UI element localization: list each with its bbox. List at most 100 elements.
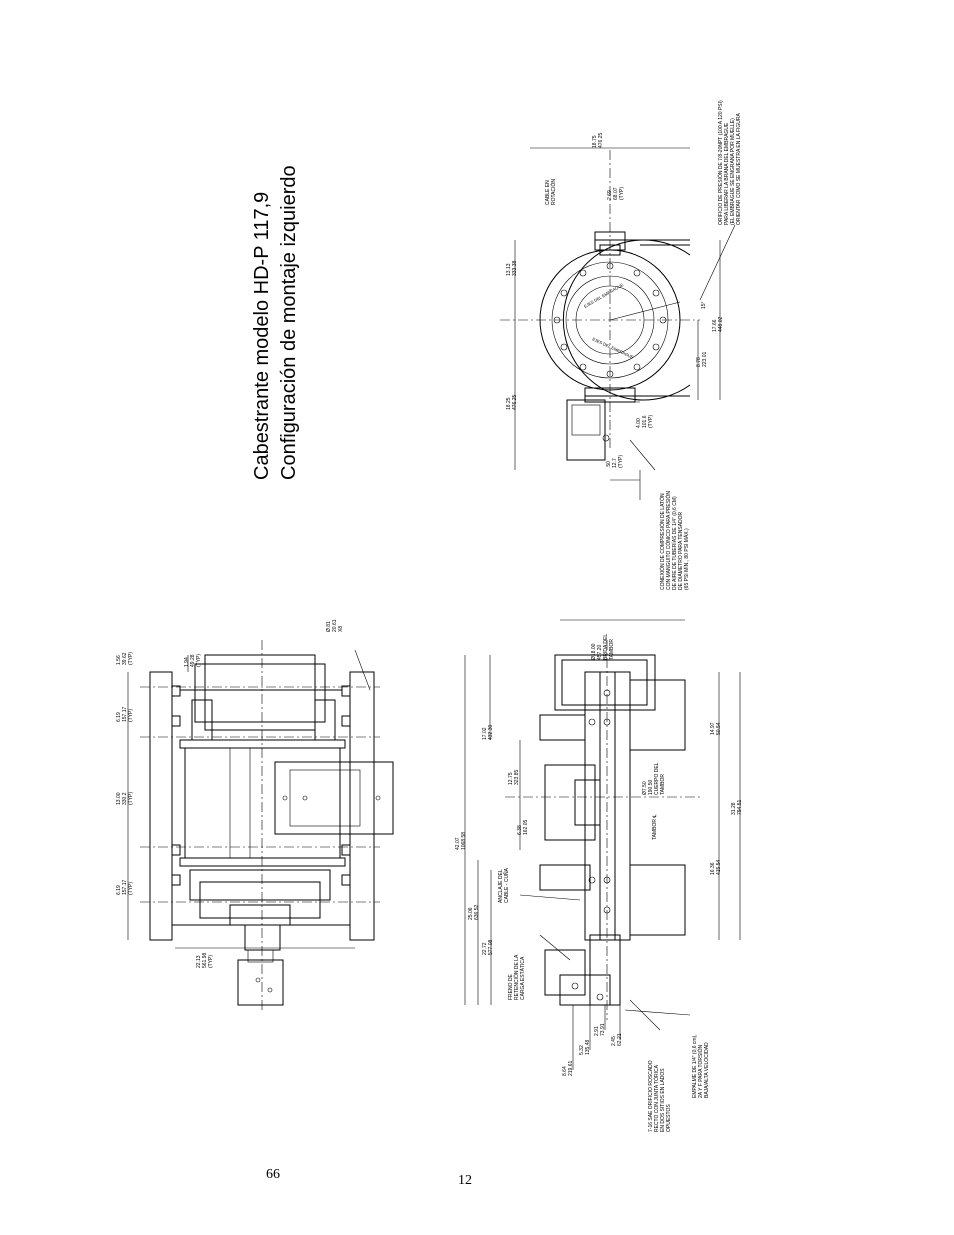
gear-housing-side bbox=[544, 764, 596, 841]
drum-body-dim: Ø7.50 bbox=[642, 781, 648, 795]
leader-line bbox=[629, 999, 661, 1031]
dim-label: (TYP) bbox=[208, 955, 214, 968]
dim-label: 62.21 bbox=[617, 1033, 623, 1046]
drum-body bbox=[184, 747, 341, 859]
flange-plate bbox=[629, 864, 686, 936]
motor-flange bbox=[247, 949, 274, 963]
fitting-note: CON MANGUITO CÓNICO PARA PRESIÓN bbox=[665, 491, 672, 590]
side-view: Ø18.00 457.20 BRIDA DEL TAMBOR Ø7.50 190… bbox=[455, 619, 743, 1132]
motor-top-housing bbox=[554, 654, 656, 711]
hole-note: 20.61 bbox=[332, 619, 338, 632]
leader-line bbox=[539, 934, 571, 961]
clutch-port-note: ORIENTAR COMO SE MUESTRA EN LA FIGURA bbox=[736, 112, 742, 225]
dim-label: 18.75 bbox=[592, 135, 598, 148]
brake-label: RETENCIÓN DE LA bbox=[513, 954, 520, 1000]
bracket bbox=[191, 699, 213, 741]
dim-label: 476.25 bbox=[598, 132, 604, 148]
motor-housing-rim bbox=[194, 663, 326, 723]
dim-label: 636.52 bbox=[474, 904, 480, 920]
dim-label: 135.48 bbox=[585, 1039, 591, 1055]
motor-side bbox=[559, 974, 611, 1006]
drum-body-dim: TAMBOR bbox=[660, 774, 666, 795]
brake-label: FRENO DE bbox=[508, 974, 514, 1001]
dim-label: 323.85 bbox=[514, 769, 520, 785]
drum-side bbox=[584, 671, 631, 941]
dim-label: 330.2 bbox=[122, 792, 128, 805]
leader-line bbox=[699, 224, 736, 301]
dim-label: 73.91 bbox=[600, 1023, 606, 1036]
dim-label: 448.02 bbox=[718, 316, 724, 332]
dim-label: 22.13 bbox=[196, 955, 202, 968]
dim-label: 31.28 bbox=[731, 802, 737, 815]
dim-label: 17.02 bbox=[482, 727, 488, 740]
fitting-note: (65 PSI MÍN., 80 PSI MÁX.) bbox=[683, 528, 690, 590]
drum-flange-dim: BRIDA DEL bbox=[603, 634, 609, 660]
dim-label: 49.28 bbox=[190, 654, 196, 667]
drum-body-dim: 190.50 bbox=[648, 779, 654, 795]
clutch-port-note: (EL EMBRAGUE SE ENGRANA POR MUELLE) bbox=[730, 118, 736, 225]
motor-top-inner bbox=[561, 659, 648, 706]
title-block: Cabestrante modelo HD-P 117,9 Configurac… bbox=[251, 165, 300, 480]
anchor-label: CABLE - CUÑA bbox=[503, 867, 510, 903]
gear-housing-inner bbox=[289, 769, 361, 827]
dim-label: 162.05 bbox=[523, 819, 529, 835]
dim-label: 5.32 bbox=[579, 1045, 585, 1055]
dim-label: 1.56 bbox=[116, 655, 122, 665]
brake-housing bbox=[229, 904, 291, 926]
brake-assembly bbox=[544, 949, 586, 996]
fitting-label: EMPALME DE 1/4" (0,6 cm), bbox=[692, 1034, 698, 1098]
dim-label: (TYP) bbox=[128, 709, 134, 722]
dim-label: 219.61 bbox=[568, 1060, 574, 1076]
angle-label: 15° bbox=[701, 301, 707, 309]
dim-label: 14.97 bbox=[710, 722, 716, 735]
dim-label: 12.75 bbox=[508, 772, 514, 785]
port bbox=[255, 977, 261, 983]
fitting-label: BAJA/ALTA VELOCIDAD bbox=[704, 1042, 710, 1098]
dim-label: 333.38 bbox=[512, 260, 518, 276]
ring-text: EJES DEL EMBRAGUE bbox=[592, 336, 635, 360]
dim-label: 157.17 bbox=[122, 706, 128, 722]
top-view: 1.56 39.62 (TYP) 1.94 49.28 (TYP) 6.19 1… bbox=[116, 619, 394, 1010]
hole-note: X8 bbox=[338, 626, 344, 632]
dim-label: 16.36 bbox=[710, 862, 716, 875]
cable-rotation-label: ROTACIÓN bbox=[550, 179, 557, 205]
leader-line bbox=[354, 649, 371, 691]
dim-label: (TYP) bbox=[619, 187, 625, 200]
fitting-note: DE DIÁMETRO PARA TENSADOR bbox=[677, 511, 684, 590]
dim-label: 794.51 bbox=[737, 799, 743, 815]
dim-label: 157.17 bbox=[122, 879, 128, 895]
dim-label: 1068.58 bbox=[461, 832, 467, 850]
mount-bolts bbox=[171, 685, 351, 886]
drum-shaft bbox=[599, 671, 616, 941]
hole-note: Ø.81 bbox=[326, 621, 332, 632]
dim-label: 415.54 bbox=[716, 859, 722, 875]
dim-label: 50.54 bbox=[716, 722, 722, 735]
title-line-2: Configuración de montaje izquierdo bbox=[278, 165, 300, 480]
leader-line bbox=[629, 439, 656, 471]
fitting-note: CONEXIÓN DE COMPRESIÓN DE LATÓN bbox=[659, 493, 666, 590]
page-number-inner: 66 bbox=[266, 1167, 280, 1182]
lower-housing bbox=[189, 869, 331, 901]
dim-label: .50 bbox=[606, 461, 612, 468]
dim-label: 577.08 bbox=[488, 939, 494, 955]
fitting-note: DE AIRE DE TUBERÍAS DE 1/4" (0,6 CM) bbox=[671, 496, 678, 590]
motor-body bbox=[589, 934, 621, 1006]
dim-label: (TYP) bbox=[648, 415, 654, 428]
port bbox=[267, 987, 273, 993]
dim-label: 68.07 bbox=[613, 187, 619, 200]
bolt bbox=[282, 795, 288, 801]
drum-flange-dim: TAMBOR bbox=[609, 639, 615, 660]
bracket bbox=[314, 699, 336, 741]
end-view: EJES DEL EMBRAGUE EJES DEL EMBRAGUE 18.7… bbox=[500, 100, 742, 590]
dim-label: 39.62 bbox=[122, 652, 128, 665]
clutch-port-note: PARA LIBERAR LA BRANA DEL EMBRAGUE bbox=[724, 122, 730, 225]
dim-label: 42.07 bbox=[455, 837, 461, 850]
dim-label: 223.01 bbox=[702, 351, 708, 367]
leader-line bbox=[519, 894, 581, 901]
dim-label: 2.91 bbox=[594, 1026, 600, 1036]
dim-label: (TYP) bbox=[128, 652, 134, 665]
flange-plate bbox=[629, 679, 686, 751]
drum-flange bbox=[179, 739, 346, 749]
cable-rotation-label: CABLE EN bbox=[545, 180, 551, 205]
